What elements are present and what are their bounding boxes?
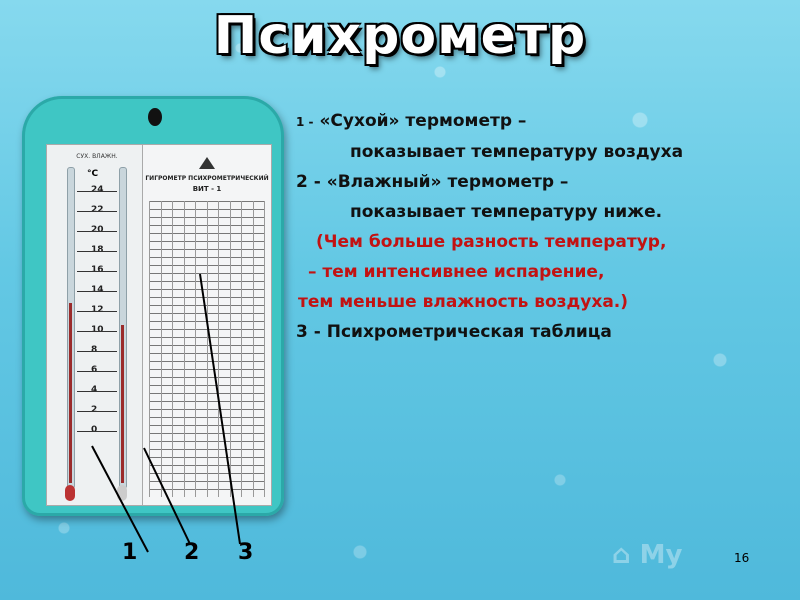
item-3: 3 - Психрометрическая таблица	[296, 322, 612, 342]
table-grid-col	[218, 201, 219, 497]
scale-number: 16	[91, 265, 104, 275]
scale-tick	[77, 331, 117, 332]
scale-header: СУХ. ВЛАЖН.	[76, 153, 118, 160]
scale-tick	[77, 351, 117, 352]
pointer-line-3	[199, 273, 241, 545]
item-2: 2 - «Влажный» термометр –	[296, 172, 569, 192]
hanging-hole	[148, 108, 162, 126]
dry-thermometer-bulb	[65, 485, 75, 501]
table-grid-col	[252, 201, 254, 497]
scale-tick	[77, 371, 117, 372]
scale-number: 20	[91, 225, 104, 235]
unit-label: °C	[87, 169, 99, 179]
scale-tick	[77, 431, 117, 432]
scale-tick	[77, 411, 117, 412]
maker-logo-icon	[199, 157, 215, 169]
scale-number: 4	[91, 385, 98, 395]
scale-tick	[77, 211, 117, 212]
table-grid-col	[160, 201, 162, 497]
wet-thermometer-bulb	[117, 485, 127, 501]
table-title: ГИГРОМЕТР ПСИХРОМЕТРИЧЕСКИЙ	[145, 175, 269, 182]
note-line-2: – тем интенсивнее испарение,	[308, 262, 605, 282]
table-grid-col	[241, 201, 242, 497]
note-line-1: (Чем больше разность температур,	[316, 232, 667, 252]
scale-number: 6	[91, 365, 98, 375]
description-list: 1 - «Сухой» термометр – показывает темпе…	[296, 106, 796, 347]
table-model: ВИТ - 1	[192, 185, 222, 193]
scale-tick	[77, 391, 117, 392]
note-line-3: тем меньше влажность воздуха.)	[298, 292, 629, 312]
label-1: 1	[122, 540, 138, 565]
scale-tick	[77, 271, 117, 272]
scale-tick	[77, 231, 117, 232]
scale-number: 0	[91, 425, 98, 435]
table-grid-col	[183, 201, 185, 497]
table-grid-col	[229, 201, 231, 497]
scale-tick	[77, 291, 117, 292]
item-1-detail: показывает температуру воздуха	[350, 142, 684, 162]
table-grid-col	[172, 201, 173, 497]
item-1: 1 - «Сухой» термометр –	[296, 111, 527, 131]
pointer-line-2	[143, 447, 191, 545]
scale-number: 14	[91, 285, 104, 295]
table-grid-col	[206, 201, 208, 497]
scale-number: 10	[91, 325, 104, 335]
table-grid-col	[149, 201, 150, 497]
scale-number: 2	[91, 405, 98, 415]
wet-thermometer-mercury	[121, 325, 124, 483]
table-grid-col	[264, 201, 265, 497]
scale-tick	[77, 191, 117, 192]
watermark-logo: ⌂ My	[612, 540, 683, 570]
dry-thermometer-mercury	[69, 303, 72, 483]
scale-number: 24	[91, 185, 104, 195]
scale-tick	[77, 311, 117, 312]
slide-title: Психрометр	[213, 6, 587, 66]
item-2-detail: показывает температуру ниже.	[350, 202, 663, 222]
scale-tick	[77, 251, 117, 252]
label-3: 3	[238, 540, 254, 565]
scale-number: 18	[91, 245, 104, 255]
page-number: 16	[734, 551, 750, 565]
scale-number: 22	[91, 205, 104, 215]
pointer-line-1	[91, 445, 149, 553]
scale-number: 12	[91, 305, 104, 315]
table-grid-col	[195, 201, 196, 497]
scale-number: 8	[91, 345, 98, 355]
label-2: 2	[184, 540, 200, 565]
